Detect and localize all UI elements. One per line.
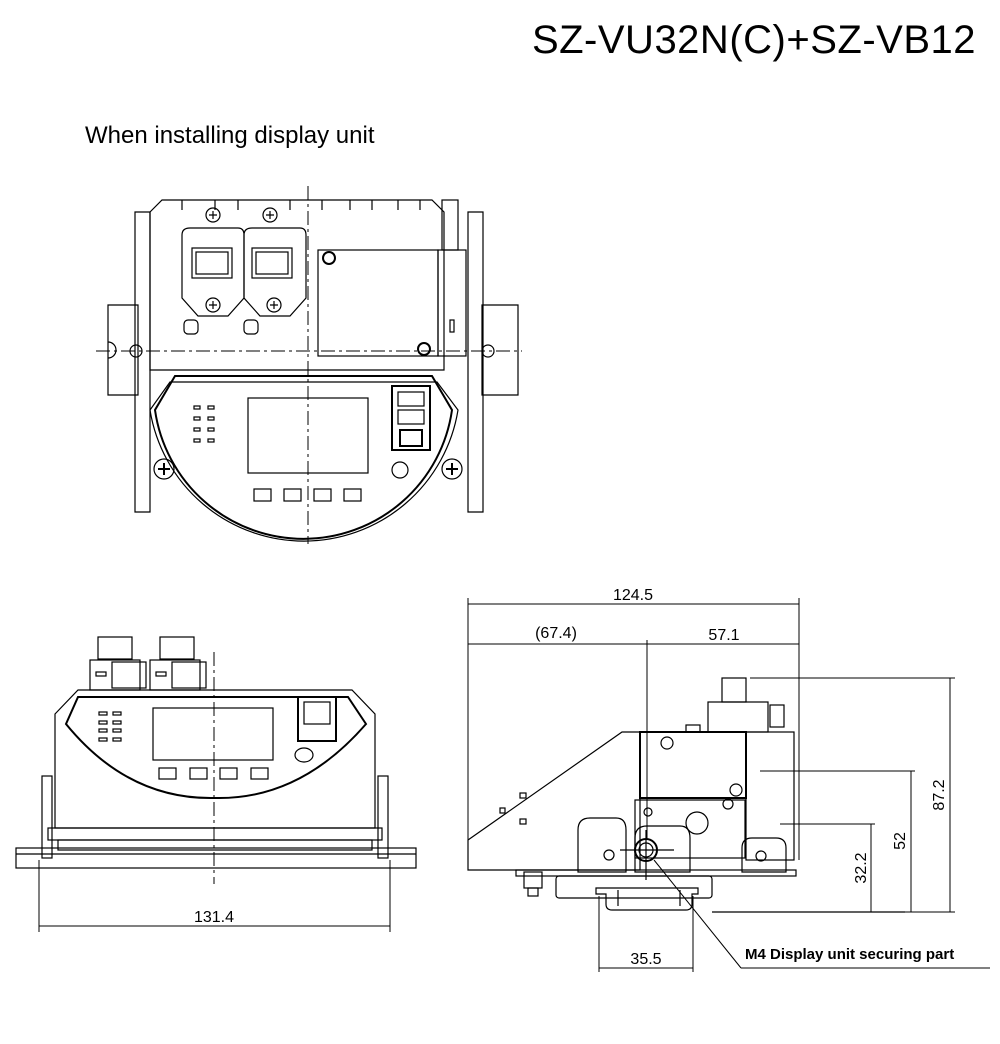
model-title: SZ-VU32N(C)+SZ-VB12 xyxy=(531,18,976,62)
dim-rear-depth: (67.4) xyxy=(535,625,577,642)
connector-right xyxy=(243,207,307,335)
connector-left xyxy=(181,207,245,335)
dim-mid-height: 52 xyxy=(892,832,909,850)
dim-low-height: 32.2 xyxy=(853,852,870,883)
callout-securing-part: M4 Display unit securing part xyxy=(745,946,954,963)
side-view: 124.5 (67.4) 57.1 87.2 52 32.2 35.5 M4 D… xyxy=(467,587,990,972)
front-view: 131.4 xyxy=(15,636,417,932)
top-view xyxy=(96,186,522,544)
dim-bracket-width: 131.4 xyxy=(194,909,234,926)
dim-overall-height: 87.2 xyxy=(931,779,948,810)
dim-front-depth: 57.1 xyxy=(708,627,739,644)
drawing-subtitle: When installing display unit xyxy=(85,122,375,149)
dim-overall-depth: 124.5 xyxy=(613,587,653,604)
dim-rail-width: 35.5 xyxy=(630,951,661,968)
